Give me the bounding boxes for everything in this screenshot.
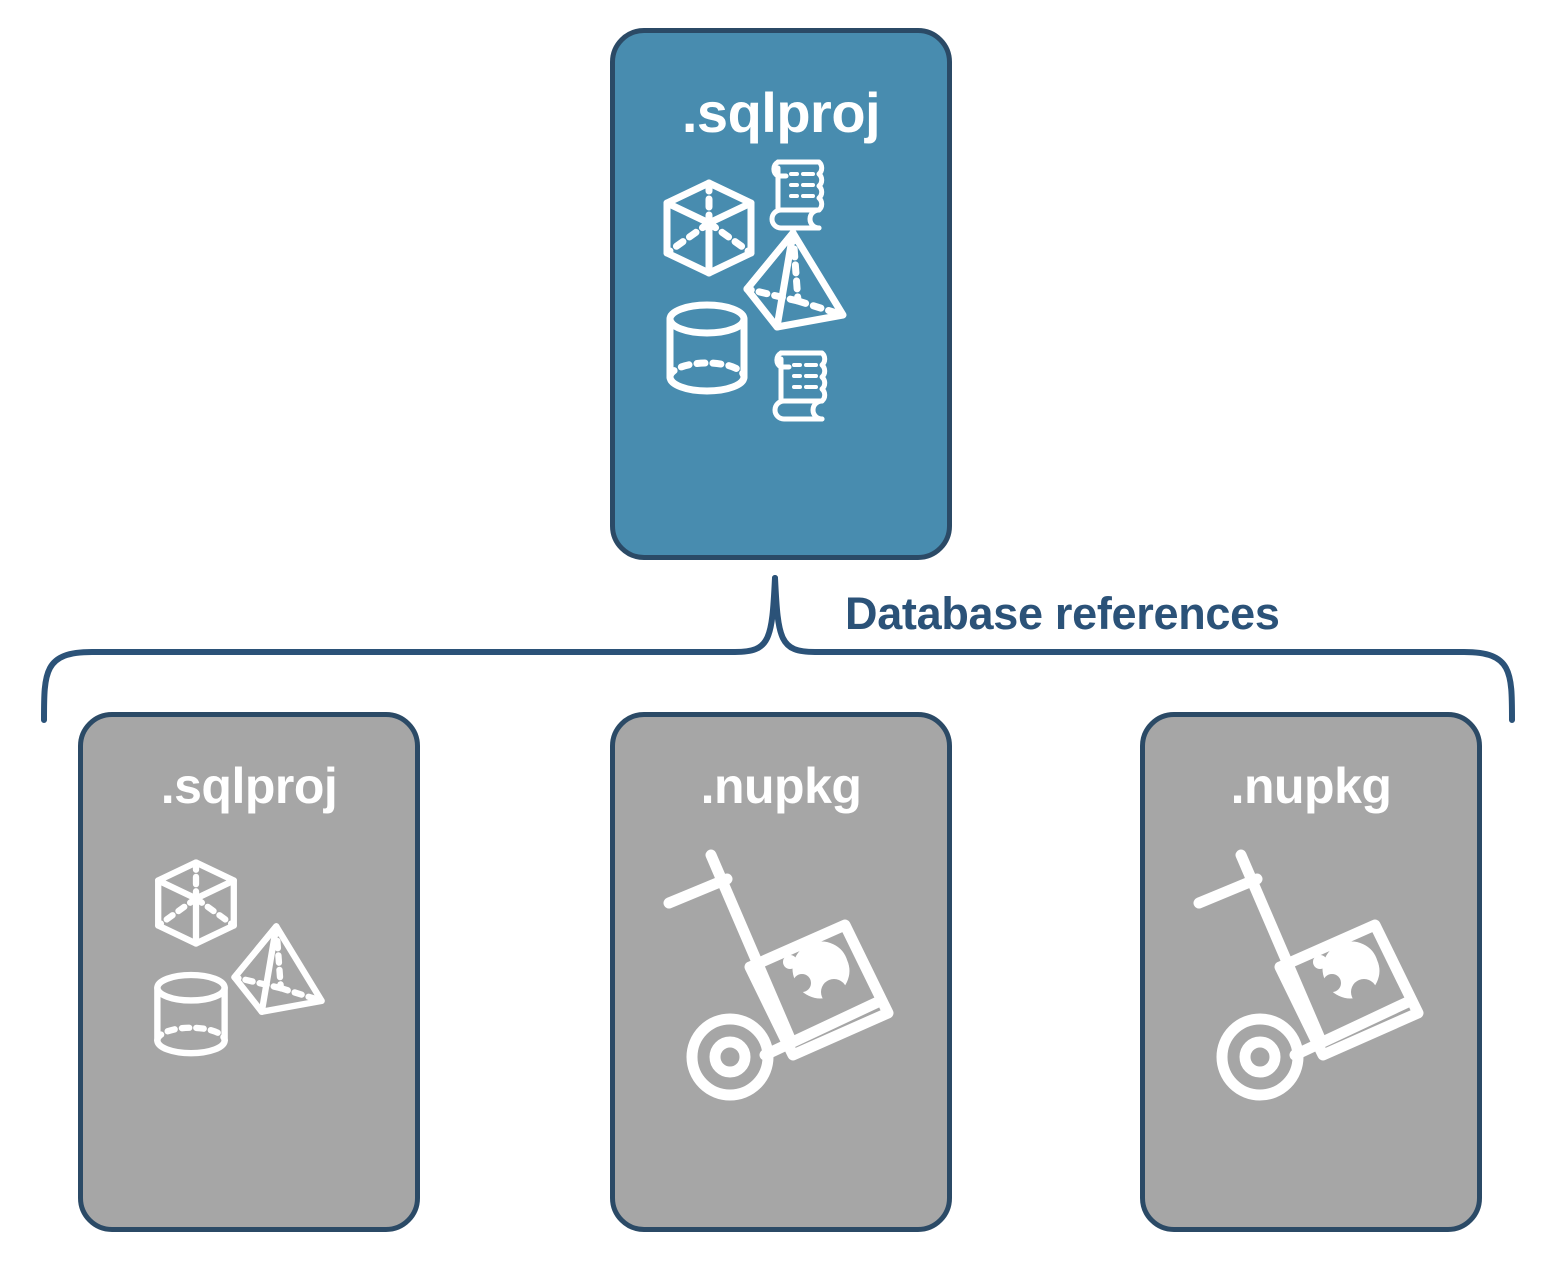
reference-node-sqlproj[interactable]: .sqlproj [78,712,420,1232]
reference-node-icon-group [631,833,931,1163]
reference-node-label: .nupkg [700,758,862,814]
scroll-document-icon [772,350,828,422]
scroll-document-icon [769,159,825,231]
cylinder-wireframe-icon [154,971,228,1057]
cube-wireframe-icon [155,859,237,947]
hand-truck-package-icon [1193,849,1424,1101]
cylinder-wireframe-icon [666,301,748,395]
reference-node-nupkg-1[interactable]: .nupkg [610,712,952,1232]
connector-label: Database references [845,588,1280,639]
primary-node-sqlproj[interactable]: .sqlproj [610,28,952,560]
primary-node-icon-group [631,149,931,439]
reference-node-nupkg-2[interactable]: .nupkg [1140,712,1482,1232]
reference-node-icon-group [1161,833,1461,1163]
reference-node-label: .sqlproj [160,758,338,814]
cube-wireframe-icon [663,179,755,277]
hand-truck-package-icon [663,849,894,1101]
reference-node-label: .nupkg [1230,758,1392,814]
pyramid-wireframe-icon [743,229,847,331]
pyramid-wireframe-icon [231,923,325,1015]
primary-node-label: .sqlproj [681,81,881,144]
reference-node-icon-group [99,833,399,1163]
